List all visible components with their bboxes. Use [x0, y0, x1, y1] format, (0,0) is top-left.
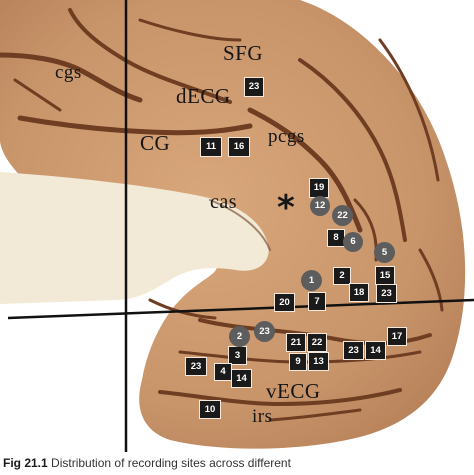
site-circle-marker: 12: [310, 196, 330, 216]
site-circle-marker: 2: [229, 326, 250, 347]
site-circle-marker: 5: [374, 242, 395, 263]
figure-number: Fig 21.1: [3, 456, 48, 470]
irs-label: irs: [252, 406, 273, 427]
horizontal-reference-line: [7, 298, 474, 320]
white-matter-core: [0, 172, 269, 304]
site-square-marker: 10: [199, 400, 221, 419]
site-square-marker: 2: [333, 267, 351, 285]
cg-label: CG: [140, 131, 171, 155]
site-square-marker: 14: [231, 369, 252, 388]
site-square-marker: 20: [274, 293, 295, 312]
site-square-marker: 23: [343, 341, 364, 360]
site-square-marker: 18: [349, 283, 369, 302]
site-square-marker: 22: [307, 333, 327, 352]
site-square-marker: 17: [387, 327, 407, 346]
site-square-marker: 13: [308, 352, 329, 371]
figure-caption: Fig 21.1 Distribution of recording sites…: [3, 456, 471, 475]
pcgs-label: pcgs: [268, 126, 305, 147]
site-square-marker: 16: [228, 137, 250, 157]
site-circle-marker: 23: [254, 321, 275, 342]
cas-label: cas: [210, 191, 238, 213]
site-square-marker: 19: [309, 178, 329, 198]
site-square-marker: 14: [365, 341, 386, 360]
site-circle-marker: 6: [343, 232, 363, 252]
caption-text: Distribution of recording sites across d…: [51, 456, 291, 470]
decg-label: dECG: [176, 84, 231, 108]
site-square-marker: 7: [308, 292, 326, 311]
vecg-label: vECG: [266, 379, 321, 403]
site-square-marker: 23: [185, 357, 207, 376]
site-square-marker: 21: [286, 333, 306, 352]
site-square-marker: 9: [289, 353, 307, 371]
site-circle-marker: 22: [332, 205, 353, 226]
site-square-marker: 23: [244, 77, 264, 97]
site-square-marker: 15: [375, 266, 395, 285]
site-square-marker: 4: [214, 363, 232, 381]
sfg-label: SFG: [223, 41, 264, 65]
cgs-label: cgs: [55, 62, 82, 83]
site-square-marker: 23: [376, 284, 397, 303]
site-square-marker: 11: [200, 137, 222, 157]
site-circle-marker: 1: [301, 270, 322, 291]
asterisk-marker: *: [277, 188, 296, 228]
